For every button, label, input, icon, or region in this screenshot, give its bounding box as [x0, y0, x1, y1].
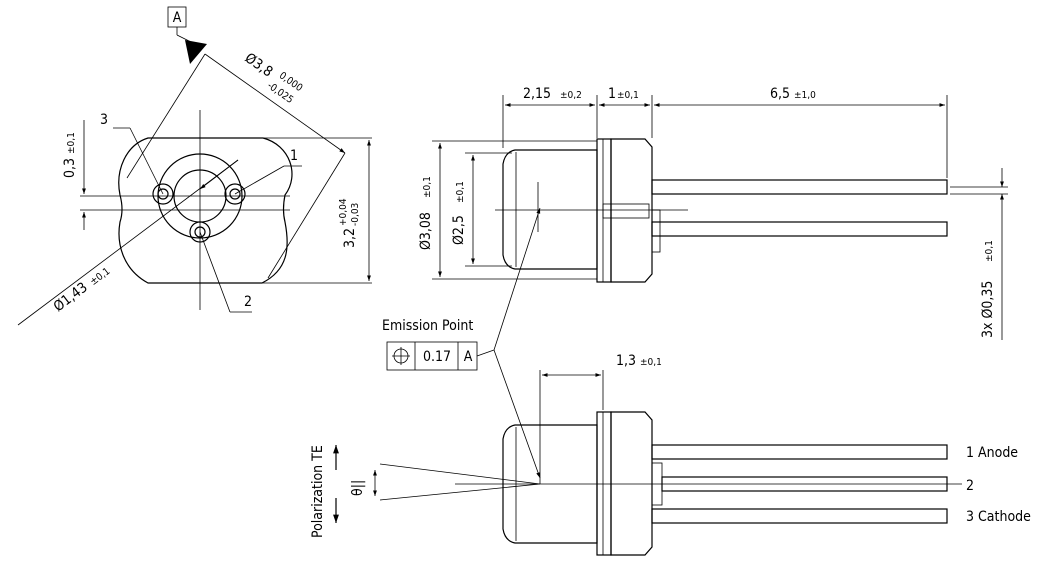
- dim-offset: 0,3: [62, 158, 78, 178]
- dim-body-diameter: Ø3,08: [418, 212, 434, 250]
- dim-pin-diameter: 3x Ø0,35: [980, 281, 996, 338]
- pin-1-anode-label: 1 Anode: [966, 445, 1018, 461]
- dim-pin-diameter-tol: ±0,1: [984, 240, 995, 262]
- dim-flange-tol: ±0,1: [617, 90, 639, 101]
- dim-cap-length-tol: ±0,2: [560, 90, 582, 101]
- dim-offset-tol: ±0,1: [66, 132, 77, 154]
- angle-label: θ||: [350, 480, 366, 496]
- dim-window-diameter-tol: ±0,1: [455, 181, 466, 203]
- datum-triangle-icon: [185, 40, 207, 64]
- polarization-label: Polarization TE: [310, 445, 326, 538]
- pin-3-label: 3: [100, 112, 108, 128]
- tolerance-datum: A: [464, 349, 473, 365]
- emission-point-title: Emission Point: [382, 318, 473, 334]
- pin-2-side-label: 2: [966, 478, 974, 494]
- datum-reference: A: [167, 6, 207, 64]
- front-view: 3 1 2 Ø3,8 0,000 -0,025 3,2 +0,04 -0,03 …: [17, 50, 372, 326]
- dim-pin-length: 6,5: [770, 86, 790, 102]
- dim-outer-diameter: Ø3,8: [242, 50, 276, 80]
- dim-emission-offset: 1,3: [616, 353, 636, 369]
- bottom-cap-body: [502, 424, 598, 544]
- dim-body-diameter-tol: ±0,1: [422, 176, 433, 198]
- pin-3-cathode-label: 3 Cathode: [966, 509, 1031, 525]
- dim-pin-circle: Ø1,43: [51, 280, 91, 316]
- dim-height: 3,2: [342, 228, 358, 248]
- dim-pin-length-tol: ±1,0: [794, 90, 816, 101]
- dim-cap-length: 2,15: [523, 86, 551, 102]
- tolerance-value: 0.17: [423, 349, 451, 365]
- dim-height-tol-top: +0,04: [338, 198, 349, 226]
- pin-2-label: 2: [244, 294, 252, 310]
- dim-emission-offset-tol: ±0,1: [640, 357, 662, 368]
- front-view-outline: [118, 137, 293, 284]
- bottom-view: 1,3 ±0,1 θ|| Polarization TE 1 Anode 2 3…: [310, 353, 1031, 556]
- dim-height-tol-bottom: -0,03: [350, 203, 361, 226]
- dim-flange: 1: [608, 86, 616, 102]
- cap-body: [502, 149, 598, 270]
- datum-label: A: [173, 10, 182, 26]
- side-view: 2,15 ±0,2 1 ±0,1 6,5 ±1,0 Ø3,08 ±0,1 Ø2,…: [418, 86, 1008, 351]
- emission-point-callout: Emission Point 0.17 A: [382, 318, 541, 479]
- dim-window-diameter: Ø2,5: [451, 215, 467, 245]
- pin-1-label: 1: [290, 148, 298, 164]
